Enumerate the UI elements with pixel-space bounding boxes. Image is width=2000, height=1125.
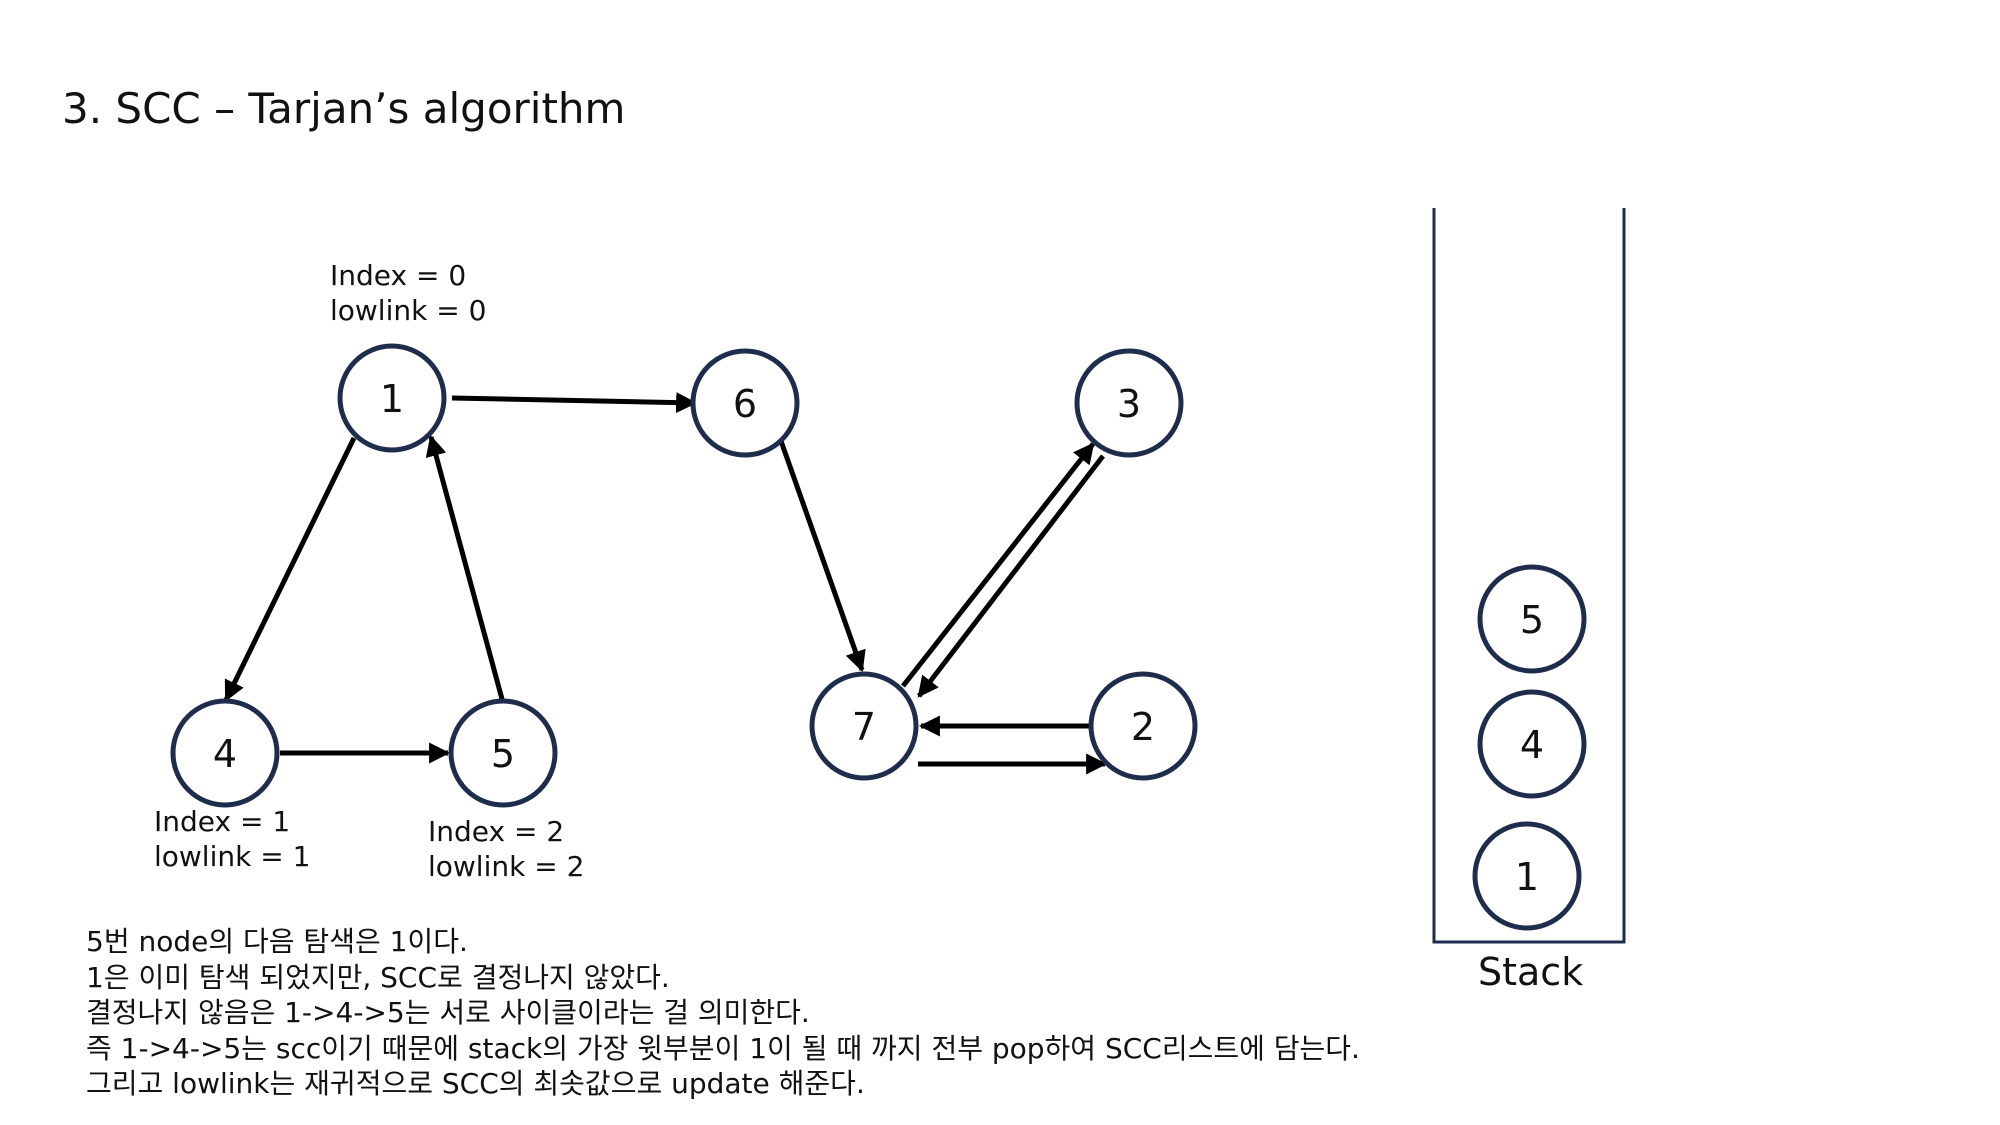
edge-6-to-7 xyxy=(778,440,866,672)
lowlink-value: lowlink = 1 xyxy=(154,840,311,873)
slide-title: 3. SCC – Tarjan’s algorithm xyxy=(62,84,626,133)
description-line: 결정나지 않음은 1->4->5는 서로 사이클이라는 걸 의미한다. xyxy=(86,996,810,1029)
edge-1-to-4 xyxy=(223,436,357,702)
node-label: 1 xyxy=(380,377,404,421)
stack-label: Stack xyxy=(1478,950,1584,994)
description-text: 5번 node의 다음 탐색은 1이다. 1은 이미 탐색 되었지만, SCC로… xyxy=(86,924,1360,1102)
description-line: 즉 1->4->5는 scc이기 때문에 stack의 가장 윗부분이 1이 될… xyxy=(86,1031,1360,1065)
index-value: Index = 2 xyxy=(428,815,565,848)
edge-5-to-1 xyxy=(425,434,505,700)
graph-node-4: 4 xyxy=(170,698,280,808)
stack-item-4: 4 xyxy=(1477,689,1587,799)
graph-node-3: 3 xyxy=(1074,348,1184,458)
graph-node-7: 7 xyxy=(809,671,919,781)
stack-item-label: 4 xyxy=(1520,723,1544,767)
description-line: 1은 이미 탐색 되었지만, SCC로 결정나지 않았다. xyxy=(86,960,670,994)
node-label: 2 xyxy=(1131,705,1155,749)
node-5-annotation: Index = 2 lowlink = 2 xyxy=(428,814,584,884)
stack-item-5: 5 xyxy=(1477,564,1587,674)
node-label: 5 xyxy=(491,732,515,776)
description-line: 5번 node의 다음 탐색은 1이다. xyxy=(86,925,468,958)
stack-item-label: 1 xyxy=(1515,855,1539,899)
lowlink-value: lowlink = 2 xyxy=(428,850,585,883)
node-label: 6 xyxy=(733,382,757,426)
stack-item-1: 1 xyxy=(1472,821,1582,931)
stack-container xyxy=(1432,208,1626,944)
node-1-annotation: Index = 0 lowlink = 0 xyxy=(330,258,486,328)
lowlink-value: lowlink = 0 xyxy=(330,294,487,327)
node-4-annotation: Index = 1 lowlink = 1 xyxy=(154,804,310,874)
node-label: 3 xyxy=(1117,382,1141,426)
index-value: Index = 0 xyxy=(330,259,467,292)
edge-1-to-6 xyxy=(451,392,698,414)
edge-3-to-7 xyxy=(917,454,1105,698)
graph-node-5: 5 xyxy=(448,698,558,808)
edge-7-to-3 xyxy=(901,442,1095,688)
index-value: Index = 1 xyxy=(154,805,291,838)
node-label: 4 xyxy=(213,732,237,776)
description-line: 그리고 lowlink는 재귀적으로 SCC의 최솟값으로 update 해준다… xyxy=(86,1067,865,1100)
stack-item-label: 5 xyxy=(1520,598,1544,642)
graph-node-1: 1 xyxy=(337,343,447,453)
node-label: 7 xyxy=(852,705,876,749)
graph-node-2: 2 xyxy=(1088,671,1198,781)
graph-node-6: 6 xyxy=(690,348,800,458)
